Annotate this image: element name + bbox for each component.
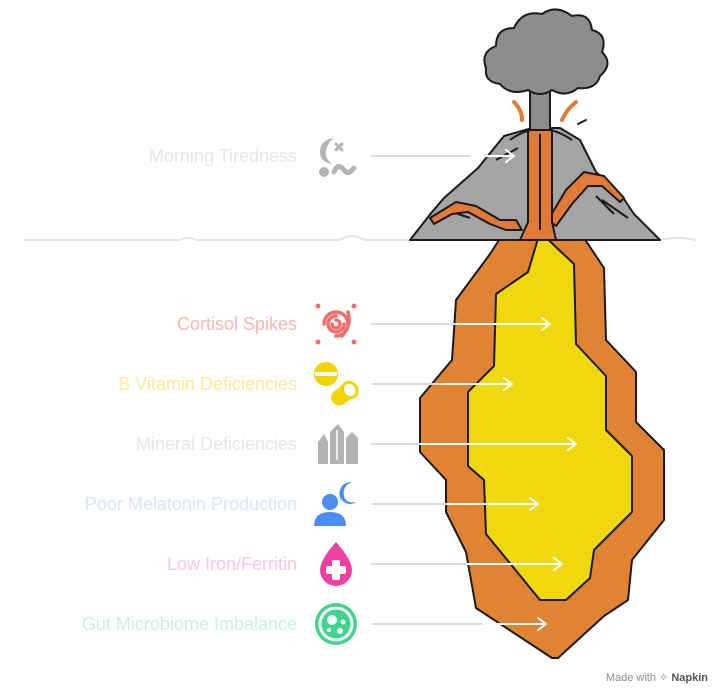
lava-stream-left [429, 201, 523, 231]
label-gut-microbiome-imbalance: Gut Microbiome Imbalance [81, 614, 297, 634]
eruption-spark-small [577, 119, 587, 125]
eruption-spark-right [560, 100, 578, 122]
label-poor-melatonin-production: Poor Melatonin Production [84, 494, 297, 514]
sleep-disturbance-icon [319, 138, 357, 177]
microbe-icon [315, 603, 357, 645]
lava-stream-right [547, 171, 625, 227]
eruption-spark-left [512, 100, 524, 122]
napkin-logo-icon: ✧ [659, 672, 669, 684]
label-morning-tiredness: Morning Tiredness [148, 146, 297, 166]
footer-prefix: Made with [605, 672, 656, 684]
ground-line [24, 235, 697, 241]
label-low-iron-ferritin: Low Iron/Ferritin [166, 554, 297, 574]
crystal-icon [318, 424, 358, 464]
connector-arrows-left-part [371, 155, 483, 625]
footer-credit: Made with ✧ Napkin [606, 671, 708, 684]
label-b-vitamin-deficiencies: B Vitamin Deficiencies [118, 374, 297, 394]
footer-brand: Napkin [671, 672, 708, 684]
rock-detail [451, 147, 629, 219]
blood-drop-plus-icon [320, 542, 352, 586]
smoke-cloud [483, 8, 609, 95]
person-moon-icon [314, 482, 356, 526]
label-mineral-deficiencies: Mineral Deficiencies [135, 434, 297, 454]
label-cortisol-spikes: Cortisol Spikes [176, 314, 297, 334]
stress-spiral-icon [315, 303, 357, 345]
pill-capsule-icon [314, 362, 359, 406]
